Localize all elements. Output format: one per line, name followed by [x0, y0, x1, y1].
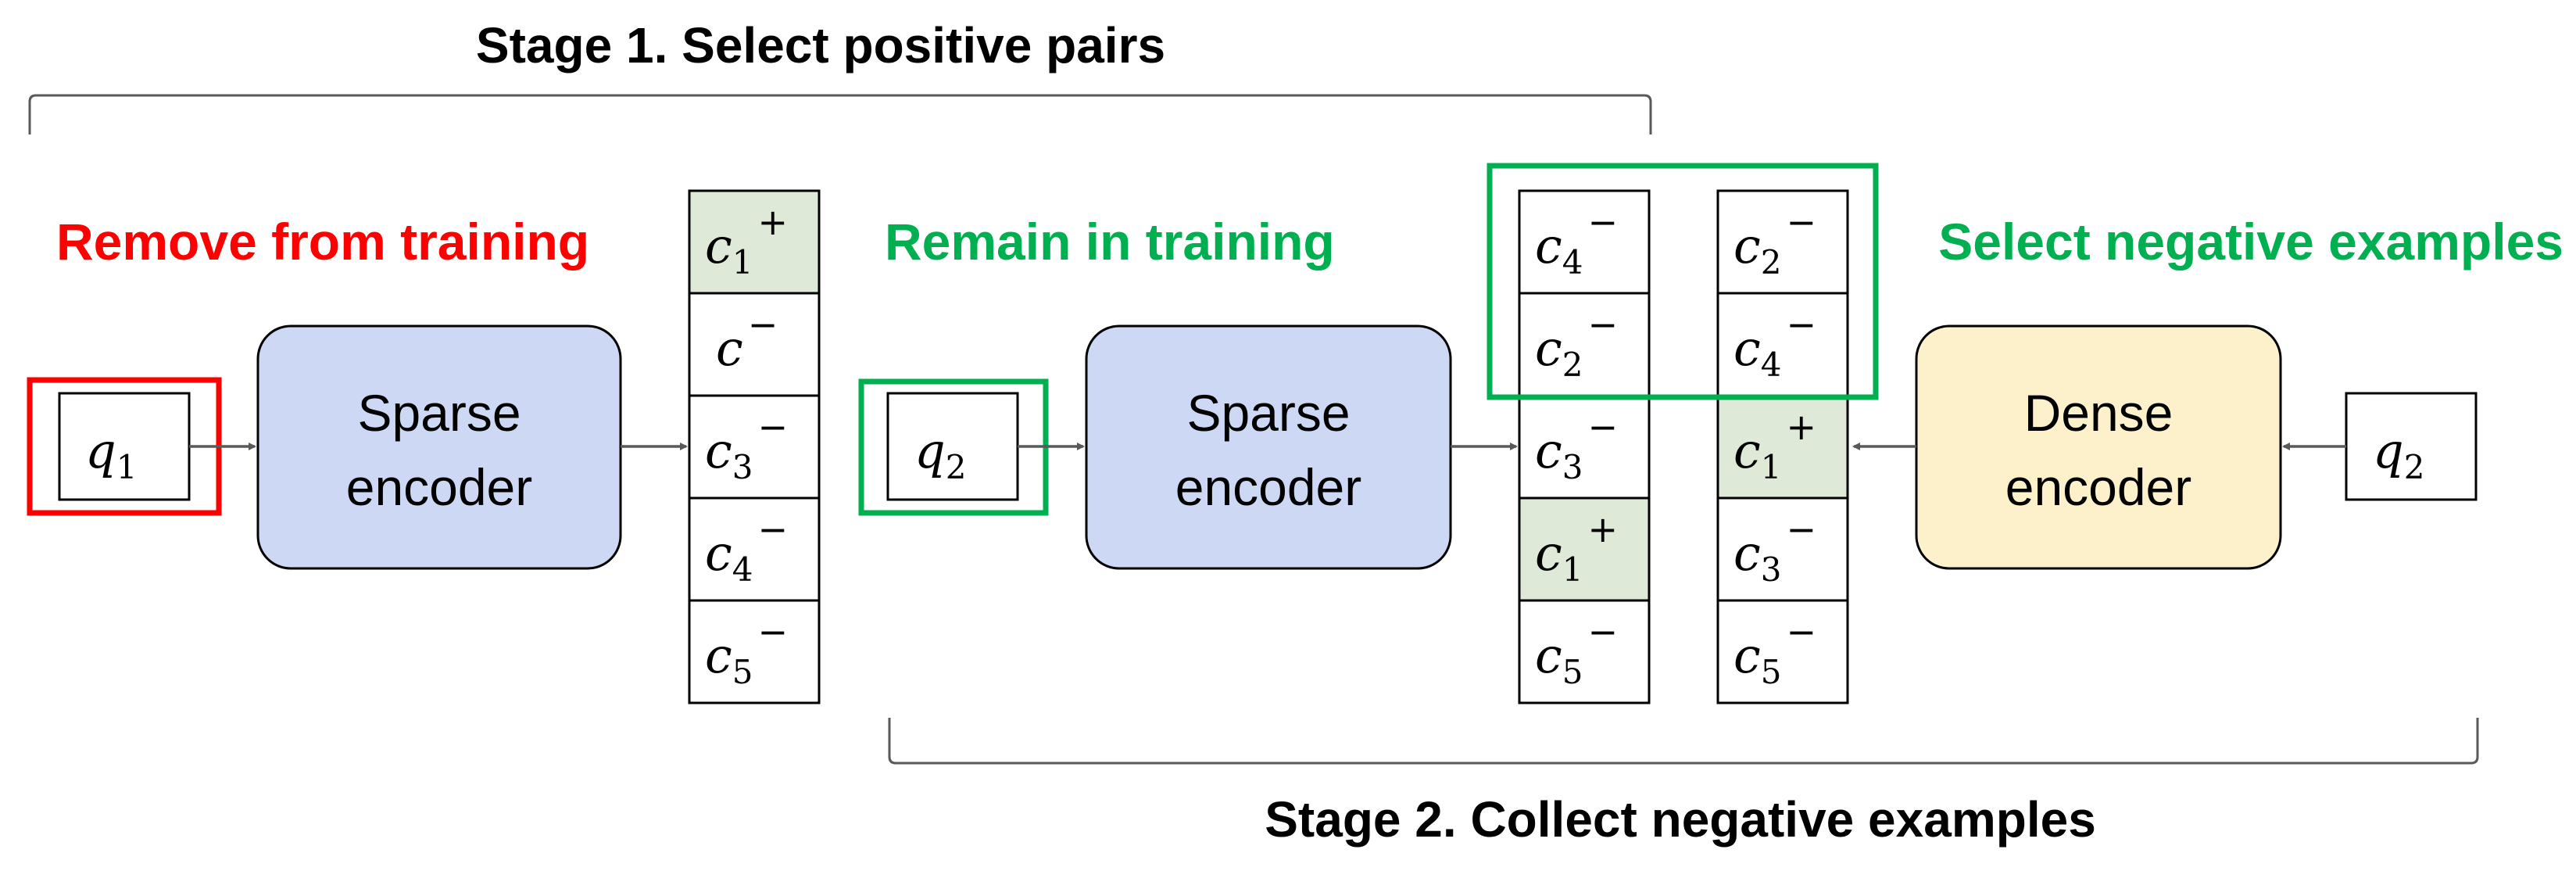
candidate-cell: c1+: [688, 189, 821, 295]
candidate-cell: c2−: [1716, 189, 1849, 295]
candidate-label: c1+: [705, 201, 788, 281]
candidate-cell: c3−: [688, 394, 821, 500]
candidate-cell: c5−: [1518, 599, 1651, 704]
candidate-cell: c5−: [1716, 599, 1849, 704]
candidate-cell: c1+: [1518, 496, 1651, 602]
right-block: q2 Dense encoder: [1852, 324, 2478, 570]
sparse-encoder-label-1b: encoder: [346, 458, 533, 516]
candidate-label: c3−: [705, 406, 788, 486]
remain-in-training-label: Remain in training: [885, 213, 1335, 271]
candidate-label: c4−: [1733, 303, 1816, 384]
negative-selection-frame: [1487, 163, 1879, 400]
candidate-cell: c−: [688, 292, 821, 397]
select-negative-examples-label: Select negative examples: [1938, 213, 2563, 271]
candidate-cell: c4−: [688, 496, 821, 602]
dense-encoder-label-a: Dense: [2024, 384, 2174, 442]
query-q2-dense: q2: [2373, 422, 2424, 486]
candidate-cell: c1+: [1716, 394, 1849, 500]
sparse-encoder-box-2: [1085, 324, 1452, 570]
candidate-cell-bg: [688, 599, 821, 704]
candidate-cell: c2−: [1518, 292, 1651, 397]
candidate-cell-bg: [1716, 599, 1849, 704]
candidate-cell: c3−: [1518, 394, 1651, 500]
candidate-label: c1+: [1535, 508, 1618, 589]
stage1-bracket: [28, 94, 1652, 134]
candidate-label: c2−: [1733, 201, 1816, 281]
positive-candidate-cell-bg: [688, 189, 821, 295]
left-block: q1 Sparse encoder: [27, 324, 688, 570]
candidate-label: c3−: [1733, 508, 1816, 589]
candidate-list-stage1: c1+ c− c3− c4− c5−: [688, 189, 821, 704]
candidate-label: c5−: [1733, 611, 1816, 691]
candidate-cell-bg: [688, 292, 821, 397]
candidate-label: c4−: [1535, 201, 1618, 281]
candidate-label: c−: [716, 303, 778, 377]
candidate-cell: c4−: [1518, 189, 1651, 295]
dense-encoder-box: [1915, 324, 2282, 570]
query-q2-stage1: q2: [914, 422, 966, 486]
query-q1: q1: [85, 422, 137, 486]
candidate-cell-bg: [1518, 292, 1651, 397]
candidate-label: c1+: [1733, 406, 1816, 486]
candidate-cell-bg: [1518, 599, 1651, 704]
candidate-label: c2−: [1535, 303, 1618, 384]
remove-from-training-label: Remove from training: [56, 213, 589, 271]
stage2-bracket: [888, 718, 2479, 765]
candidate-cell: c4−: [1716, 292, 1849, 397]
candidate-cell: c5−: [688, 599, 821, 704]
candidate-list-sparse-stage2: c4− c2− c3− c1+ c5−: [1518, 189, 1651, 704]
middle-block: q2 Sparse encoder: [858, 324, 1518, 570]
stage2-title: Stage 2. Collect negative examples: [1265, 791, 2096, 848]
candidate-cell: c3−: [1716, 496, 1849, 602]
candidate-cell-bg: [1518, 189, 1651, 295]
candidate-list-dense-stage2: c2− c4− c1+ c3− c5−: [1716, 189, 1849, 704]
query-box-q2-stage1: [886, 392, 1019, 501]
candidate-label: c5−: [705, 611, 788, 691]
candidate-cell-bg: [688, 394, 821, 500]
candidate-label: c3−: [1535, 406, 1618, 486]
sparse-encoder-label-1a: Sparse: [357, 384, 521, 442]
positive-candidate-cell-bg: [1716, 394, 1849, 500]
candidate-label: c5−: [1535, 611, 1618, 691]
sparse-encoder-label-2a: Sparse: [1186, 384, 1350, 442]
stage1-title: Stage 1. Select positive pairs: [476, 17, 1165, 73]
query-box-q1: [58, 392, 191, 501]
candidate-cell-bg: [688, 496, 821, 602]
positive-candidate-cell-bg: [1518, 496, 1651, 602]
sparse-encoder-label-2b: encoder: [1175, 458, 1362, 516]
dense-encoder-label-b: encoder: [2005, 458, 2192, 516]
sparse-encoder-box-1: [256, 324, 622, 570]
candidate-label: c4−: [705, 508, 788, 589]
